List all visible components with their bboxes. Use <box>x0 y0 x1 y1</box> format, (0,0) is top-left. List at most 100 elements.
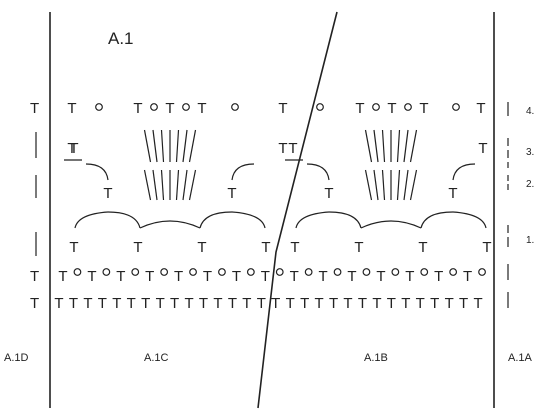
row3-stitch: T <box>478 140 487 157</box>
shell-a1b-row1-stitch: T <box>324 185 333 202</box>
shell-a1c-fan-low <box>152 169 158 201</box>
foundation-stitch: T <box>83 295 92 312</box>
chain-stitch <box>404 103 412 111</box>
shell-a1b-fan-low <box>381 169 386 201</box>
treble-stitch: T <box>67 100 76 117</box>
chain-stitch <box>452 103 460 111</box>
row-label-1: 1. <box>526 235 534 246</box>
shell-a1b-fan-low <box>373 169 379 201</box>
chain-stitch <box>189 268 197 276</box>
treble-stitch: T <box>232 268 241 285</box>
chain-stitch <box>131 268 140 276</box>
treble-stitch: T <box>434 268 443 285</box>
chain-stitch <box>231 103 239 111</box>
foundation-stitch: T <box>98 295 107 312</box>
row-label-2: 2. <box>526 179 534 190</box>
shell-a1c-fan-low <box>182 169 188 201</box>
treble-stitch: T <box>261 268 270 285</box>
divider-diagonal <box>257 11 338 409</box>
foundation-stitch: T <box>473 295 482 312</box>
chain-stitch <box>316 103 324 111</box>
treble-stitch: T <box>203 268 212 285</box>
shell-a1b-arc-low <box>360 220 422 229</box>
shell-a1b-arc <box>452 163 476 181</box>
chain-stitch <box>420 268 429 276</box>
shell-a1b-side-stitch: T <box>288 140 297 157</box>
treble-stitch: T <box>347 268 356 285</box>
chain-stitch <box>95 103 103 111</box>
shell-a1b-fan-low <box>409 169 418 201</box>
foundation-stitch: T <box>416 295 425 312</box>
row-label-4: 4. <box>526 106 534 117</box>
shell-a1b-fan-top <box>396 129 401 163</box>
a1d-row-marks: T T T <box>30 100 39 312</box>
shell-a1c-base-stitch: T <box>69 239 78 256</box>
shell-a1c-fan-top <box>152 129 158 163</box>
foundation-stitch: T <box>213 295 222 312</box>
shell-a1c-arc-low <box>231 211 266 229</box>
foundation-stitch: T <box>329 295 338 312</box>
svg-text:T: T <box>30 268 39 285</box>
svg-text:T: T <box>30 100 39 117</box>
shell-a1c-row1-stitch: T <box>103 185 112 202</box>
shell-a1c-arc <box>231 163 255 181</box>
treble-stitch: T <box>463 268 472 285</box>
shell-a1c-arc-low <box>107 211 141 229</box>
shell-a1c-row1-stitch: T <box>227 185 236 202</box>
treble-stitch: T <box>58 268 67 285</box>
shell-a1b-fan-top <box>364 129 373 163</box>
treble-stitch: T <box>197 100 206 117</box>
treble-stitch: T <box>87 268 96 285</box>
treble-stitch: T <box>319 268 328 285</box>
treble-stitch: T <box>290 268 299 285</box>
treble-stitch: T <box>174 268 183 285</box>
chain-stitch <box>304 268 313 276</box>
shell-a1b-arc-low <box>295 211 330 229</box>
shell-a1b-base-stitch: T <box>482 239 491 256</box>
chain-stitch <box>275 268 284 276</box>
shell-a1b-row1-stitch: T <box>448 185 457 202</box>
foundation-stitch: T <box>271 295 280 312</box>
treble-stitch: T <box>405 268 414 285</box>
shell-a1c-fan-top <box>143 129 152 163</box>
foundation-stitch: T <box>112 295 121 312</box>
treble-stitch: T <box>387 100 396 117</box>
foundation-stitch: T <box>401 295 410 312</box>
shell-a1c-arc <box>85 163 109 181</box>
shell-a1c-side-stitch: T <box>67 140 76 157</box>
foundation-stitch: T <box>372 295 381 312</box>
shell-a1b-fan-low <box>364 169 373 201</box>
chain-stitch <box>246 268 255 276</box>
row3-stitch: T <box>69 140 78 157</box>
shell-a1b-base-stitch: T <box>418 239 427 256</box>
chain-stitch <box>449 268 458 276</box>
foundation-stitch: T <box>459 295 468 312</box>
foundation-stitch: T <box>242 295 251 312</box>
foundation-stitch: T <box>199 295 208 312</box>
shell-a1c-fan-low <box>188 169 197 201</box>
chart-title: A.1 <box>108 29 134 48</box>
foundation-stitch: T <box>286 295 295 312</box>
chain-stitch <box>182 103 190 111</box>
treble-stitch: T <box>165 100 174 117</box>
row-label-3: 3. <box>526 147 534 158</box>
shell-a1b-fan-top <box>381 129 386 163</box>
treble-stitch: T <box>133 100 142 117</box>
shell-a1c-arc-low <box>199 211 233 229</box>
section-label-a1d: A.1D <box>4 352 29 364</box>
shell-a1b-base-stitch: T <box>290 239 299 256</box>
treble-stitch: T <box>376 268 385 285</box>
shell-a1c-fan-top <box>160 129 165 163</box>
chain-stitch <box>333 268 342 276</box>
shell-a1c-base-stitch: T <box>261 239 270 256</box>
shell-a1b-fan-low <box>396 169 401 201</box>
foundation-stitch: T <box>141 295 150 312</box>
shell-a1b-fan-top <box>409 129 418 163</box>
shell-a1c-base-stitch: T <box>197 239 206 256</box>
row3-stitch: T <box>278 140 287 157</box>
chain-stitch <box>218 268 226 276</box>
treble-stitch: T <box>355 100 364 117</box>
